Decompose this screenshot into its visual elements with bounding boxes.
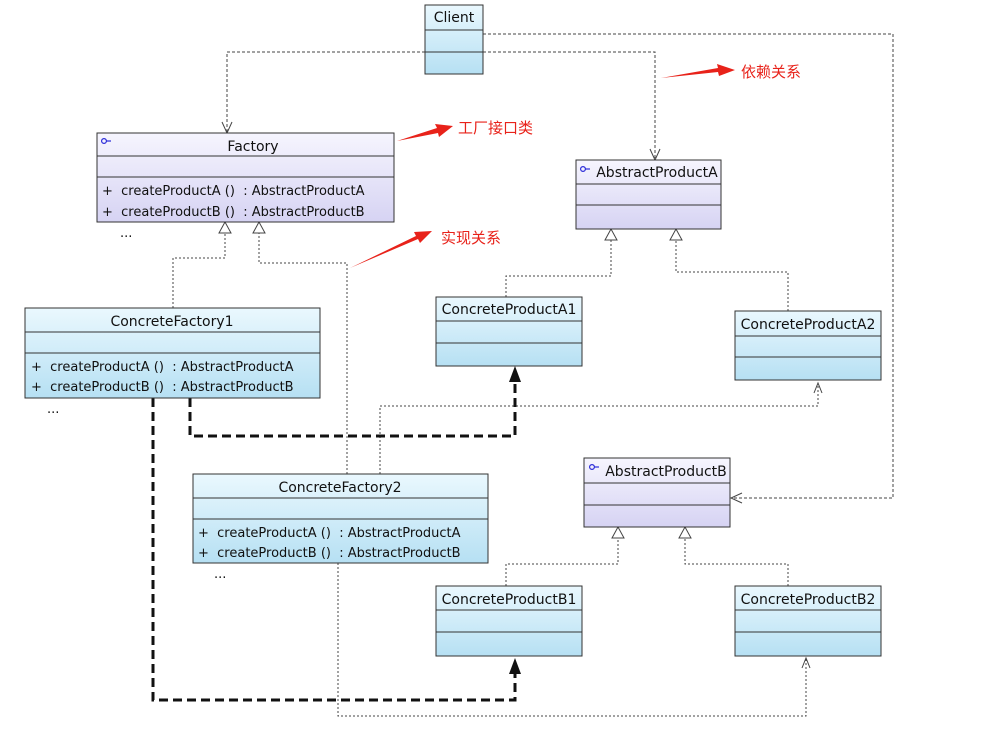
class-concrete-factory2[interactable]: ConcreteFactory2 + createProductA () : A… — [192, 473, 489, 564]
class-abstract-product-b-name: AbstractProductB — [605, 464, 727, 480]
class-concrete-factory2-name: ConcreteFactory2 — [278, 480, 401, 496]
interface-icon — [588, 463, 599, 471]
real-b2-abstract-b — [684, 536, 789, 586]
dep-client-abstract-b — [483, 33, 894, 499]
class-factory-name: Factory — [227, 139, 278, 155]
real-a2-abstract-a — [675, 238, 789, 311]
annotation-realization-text: 实现关系 — [441, 229, 501, 247]
real-triangle-cf2 — [252, 220, 266, 234]
real-triangle-a2 — [669, 227, 683, 241]
class-client-name: Client — [434, 10, 475, 26]
real-cf2-factory — [258, 231, 348, 474]
bold-arrowhead-b1 — [509, 658, 521, 674]
dep-client-abstract-a — [483, 51, 656, 160]
annotation-factory-interface: 工厂接口类 — [397, 119, 533, 141]
class-factory-more: ... — [120, 226, 132, 241]
real-triangle-b2 — [678, 525, 692, 539]
real-triangle-a1 — [604, 227, 618, 241]
class-concrete-factory1[interactable]: ConcreteFactory1 + createProductA () : A… — [24, 307, 321, 399]
class-concrete-product-a2[interactable]: ConcreteProductA2 — [734, 310, 882, 381]
class-concrete-factory1-more: ... — [47, 402, 59, 417]
class-concrete-product-b2-name: ConcreteProductB2 — [741, 592, 876, 608]
interface-icon — [100, 137, 111, 145]
class-concrete-product-b1-name: ConcreteProductB1 — [442, 592, 577, 608]
class-concrete-product-a1[interactable]: ConcreteProductA1 — [435, 296, 583, 367]
bold-cf1-a1 — [188, 380, 517, 438]
class-concrete-product-a2-name: ConcreteProductA2 — [741, 317, 876, 333]
class-concrete-factory1-op-2: + createProductB () : AbstractProductB — [31, 380, 294, 395]
dep-arrowhead-a2 — [813, 381, 823, 394]
class-abstract-product-a-name: AbstractProductA — [596, 165, 718, 181]
annotation-factory-interface-text: 工厂接口类 — [458, 119, 533, 137]
class-concrete-factory1-name: ConcreteFactory1 — [110, 314, 233, 330]
connectors — [151, 33, 894, 717]
dep-arrowhead-abstract-b — [729, 492, 743, 504]
class-client[interactable]: Client — [424, 4, 484, 75]
class-concrete-product-a1-name: ConcreteProductA1 — [442, 302, 577, 318]
class-concrete-factory1-op-1: + createProductA () : AbstractProductA — [31, 360, 294, 375]
red-arrow-realization — [350, 231, 432, 268]
class-abstract-product-b[interactable]: AbstractProductB — [583, 457, 731, 528]
dep-client-factory — [226, 51, 425, 133]
real-b1-abstract-b — [505, 536, 619, 586]
class-concrete-product-b2[interactable]: ConcreteProductB2 — [734, 585, 882, 657]
real-triangle-cf1 — [218, 220, 232, 234]
red-arrow-dependency — [661, 64, 735, 78]
class-factory[interactable]: Factory + createProductA () : AbstractPr… — [96, 132, 395, 223]
annotation-dependency: 依赖关系 — [661, 63, 801, 81]
bold-cf1-b1 — [151, 398, 517, 702]
dep-cf2-b2 — [337, 563, 807, 717]
annotation-realization: 实现关系 — [350, 229, 501, 268]
class-abstract-product-a[interactable]: AbstractProductA — [575, 159, 722, 230]
class-factory-op-2: + createProductB () : AbstractProductB — [102, 205, 365, 220]
interface-icon — [579, 165, 590, 173]
dep-cf2-a2 — [379, 383, 819, 474]
real-cf1-factory — [172, 231, 226, 308]
real-a1-abstract-a — [505, 238, 612, 297]
real-triangle-b1 — [611, 525, 625, 539]
class-concrete-factory2-op-2: + createProductB () : AbstractProductB — [198, 546, 461, 561]
class-concrete-factory2-more: ... — [214, 567, 226, 582]
class-concrete-factory2-op-1: + createProductA () : AbstractProductA — [198, 526, 461, 541]
red-arrow-factory-interface — [397, 124, 453, 141]
dep-arrowhead-b2 — [801, 656, 811, 669]
class-concrete-product-b1[interactable]: ConcreteProductB1 — [435, 585, 583, 657]
annotation-dependency-text: 依赖关系 — [741, 63, 801, 81]
class-factory-op-1: + createProductA () : AbstractProductA — [102, 184, 365, 199]
bold-arrowhead-a1 — [509, 366, 521, 382]
